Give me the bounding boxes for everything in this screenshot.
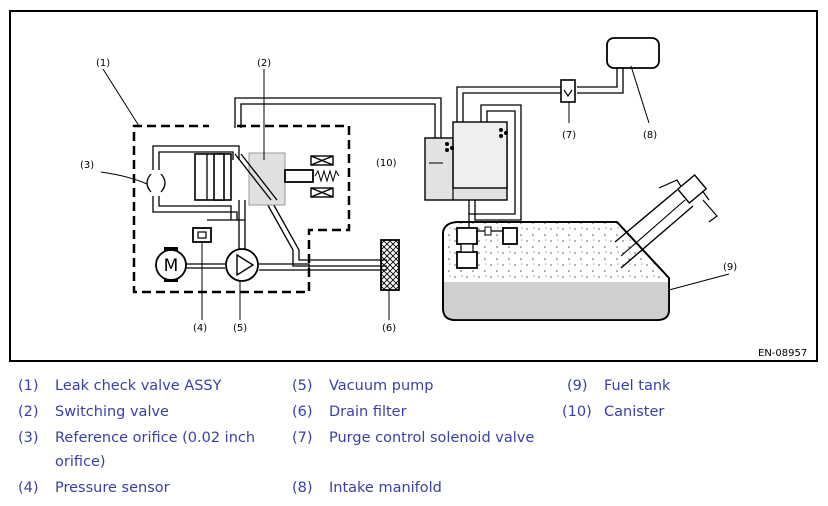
legend-num-7: (7) [292,430,313,446]
legend-num-10: (10) [562,404,592,420]
legend-text-4: Pressure sensor [55,480,170,496]
legend-text-3: Reference orifice (0.02 inch [55,430,256,446]
purge-control-solenoid-valve [560,79,576,103]
pipe-network [152,68,624,271]
legend-num-9: (9) [567,378,588,394]
canister [424,121,508,201]
callout-4: (4) [193,323,207,334]
callout-1: (1) [96,58,110,69]
legend-text-2: Switching valve [55,404,169,420]
switching-valve [194,152,340,206]
legend-text-5: Vacuum pump [329,378,434,394]
legend-text-6: Drain filter [329,404,407,420]
callout-3: (3) [80,160,94,171]
legend: (1) Leak check valve ASSY (2) Switching … [0,372,828,506]
pressure-sensor [192,227,212,243]
legend-num-2: (2) [18,404,39,420]
legend-text-10: Canister [604,404,665,420]
vacuum-pump [225,248,259,282]
fuel-tank [442,174,718,321]
callout-5: (5) [233,323,247,334]
figure-id: EN-08957 [758,348,807,359]
legend-text-8: Intake manifold [329,480,442,496]
legend-text-7: Purge control solenoid valve [329,430,535,446]
diagram-border [9,10,818,362]
system-diagram: M [9,10,818,362]
leader-lines [100,65,730,320]
legend-text-3-cont: orifice) [55,454,106,470]
legend-num-5: (5) [292,378,313,394]
callout-6: (6) [382,323,396,334]
legend-num-1: (1) [18,378,39,394]
callout-9: (9) [723,262,737,273]
callout-10: (10) [376,158,397,169]
legend-num-3: (3) [18,430,39,446]
reference-orifice [146,173,166,193]
leak-check-valve-assy-boundary [132,124,351,294]
legend-text-1: Leak check valve ASSY [55,378,222,394]
intake-manifold [606,37,660,69]
motor: M [155,247,187,282]
legend-text-9: Fuel tank [604,378,671,394]
legend-num-6: (6) [292,404,313,420]
callout-7: (7) [562,130,576,141]
motor-symbol: M [164,256,179,276]
drain-filter [380,239,400,291]
legend-num-8: (8) [292,480,313,496]
callout-2: (2) [257,58,271,69]
legend-num-4: (4) [18,480,39,496]
callout-8: (8) [643,130,657,141]
